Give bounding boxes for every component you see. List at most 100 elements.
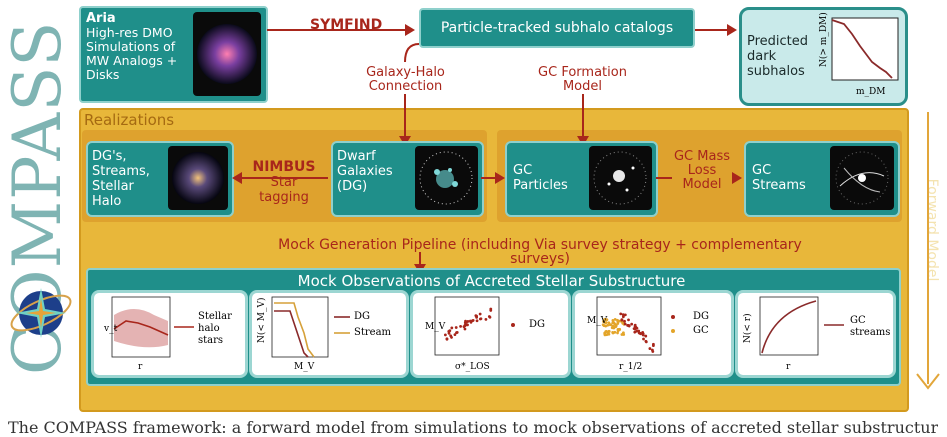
scatter-point xyxy=(639,332,643,336)
scatter-point xyxy=(627,323,631,327)
panel-size-luminosity: M_V r_1/2 DG GC xyxy=(572,290,734,378)
panel0-legend-0: Stellar halo stars xyxy=(198,311,232,346)
scatter-point xyxy=(455,331,458,335)
scatter-point xyxy=(621,331,625,335)
gc-mass-loss-label: GC Mass Loss Model xyxy=(672,149,732,192)
dgs-label: DG's, Streams, Stellar Halo xyxy=(92,149,150,209)
dg-scatter-points xyxy=(443,307,493,341)
arrow-aria-to-catalog xyxy=(267,24,415,36)
scatter-point xyxy=(617,328,620,332)
scatter-point xyxy=(633,327,637,331)
aria-title: Aria xyxy=(86,11,116,26)
aria-sim-image xyxy=(193,12,261,96)
gc-streams-box: GC Streams xyxy=(744,141,900,217)
panel1-legend-0: DG xyxy=(354,311,371,322)
scatter-point xyxy=(644,334,648,338)
arrow-galaxy-halo-to-dwarf xyxy=(399,94,411,146)
scatter-point xyxy=(450,326,454,330)
symfind-label: SYMFIND xyxy=(310,17,383,33)
gc-particles-image xyxy=(589,146,652,210)
scatter-point xyxy=(630,322,634,326)
panel3-legend-0: DG xyxy=(693,311,710,322)
scatter-point xyxy=(633,323,637,327)
predicted-subhalos-box: Predicted dark subhalos N(> m_DM) m_DM xyxy=(739,7,908,106)
panel-halo-stars: v_t r Stellar halo stars xyxy=(91,290,248,378)
dgs-streams-box: DG's, Streams, Stellar Halo xyxy=(86,141,234,217)
catalog-box: Particle-tracked subhalo catalogs xyxy=(419,8,695,48)
predicted-label: Predicted dark subhalos xyxy=(747,34,809,79)
realizations-label: Realizations xyxy=(84,111,175,129)
pipeline-label: Mock Generation Pipeline (including Via … xyxy=(278,237,802,267)
gc-formation-label: GC Formation Model xyxy=(538,65,627,94)
dgs-image xyxy=(168,146,228,210)
scatter-point xyxy=(602,320,605,323)
scatter-point xyxy=(448,329,452,333)
scatter-point xyxy=(468,319,472,323)
gc-streams-label: GC Streams xyxy=(752,163,806,193)
scatter-point xyxy=(613,317,617,321)
scatter-point xyxy=(603,317,607,321)
dwarf-galaxies-box: Dwarf Galaxies (DG) xyxy=(331,141,484,217)
scatter-point xyxy=(606,323,610,327)
scatter-point xyxy=(611,321,615,325)
gc-scatter-points xyxy=(601,317,626,337)
scatter-point xyxy=(449,334,453,338)
scatter-point xyxy=(616,322,620,325)
arrow-gc-formation-to-particles xyxy=(577,94,589,146)
panel0-ylabel: v_t xyxy=(103,324,118,334)
scatter-point xyxy=(651,344,655,348)
scatter-point xyxy=(633,330,637,334)
gc-streams-image xyxy=(830,146,894,210)
dwarf-label: Dwarf Galaxies (DG) xyxy=(337,149,393,194)
scatter-point xyxy=(464,323,467,327)
scatter-point xyxy=(648,347,652,350)
galaxy-halo-label: Galaxy-Halo Connection xyxy=(366,65,445,94)
scatter-point xyxy=(606,330,610,334)
scatter-point xyxy=(453,333,457,337)
radial-distribution-plot: N(< r) r xyxy=(742,296,844,372)
scatter-point xyxy=(620,318,624,322)
scatter-point xyxy=(604,321,608,324)
panel1-legend-1: Stream xyxy=(354,327,392,338)
scatter-point xyxy=(616,331,619,335)
scatter-point xyxy=(627,318,630,322)
panel-luminosity-function: N(< M_V) M_V DG Stream xyxy=(249,290,409,378)
scatter-point xyxy=(613,330,617,334)
arrow-dwarf-to-dgs xyxy=(232,172,328,184)
nimbus-rest: Star tagging xyxy=(259,175,309,205)
panel3-xlabel: r_1/2 xyxy=(619,362,642,372)
scatter-point xyxy=(478,312,482,316)
scatter-point xyxy=(637,329,641,333)
panel-radial-distribution: N(< r) r GC streams xyxy=(735,290,896,378)
forward-model-arrow xyxy=(916,112,940,390)
predicted-ylabel: N(> m_DM) xyxy=(818,12,829,67)
scatter-point xyxy=(641,333,645,337)
halo-stars-plot: v_t r xyxy=(103,296,194,372)
predicted-xlabel: m_DM xyxy=(856,87,885,97)
aria-box: Aria High-res DMO Simulations of MW Anal… xyxy=(79,6,268,103)
panel1-ylabel: N(< M_V) xyxy=(256,297,267,343)
panel2-legend-0: DG xyxy=(529,319,546,330)
arrow-catalog-to-predicted xyxy=(695,24,737,36)
panel4-ylabel: N(< r) xyxy=(742,313,753,343)
scatter-point xyxy=(489,309,493,312)
scatter-point xyxy=(611,324,615,328)
scatter-point xyxy=(471,318,475,322)
luminosity-plot: N(< M_V) M_V xyxy=(256,296,350,372)
nimbus-label: NIMBUS Star tagging xyxy=(252,159,316,206)
nimbus-name: NIMBUS xyxy=(252,159,316,175)
scatter-point xyxy=(623,319,626,323)
compass-star-logo xyxy=(10,288,72,338)
scatter-point xyxy=(622,313,626,317)
panel3-ylabel: M_V xyxy=(587,316,608,326)
scatter-point xyxy=(601,323,605,327)
scatter-point xyxy=(623,322,627,326)
dg-scatter-points-2 xyxy=(619,312,655,353)
scatter-point xyxy=(603,333,607,337)
panel0-xlabel: r xyxy=(138,362,143,372)
velocity-dispersion-plot: M_V σ*_LOS xyxy=(425,296,515,372)
dwarf-image xyxy=(415,146,478,210)
mock-title: Mock Observations of Accreted Stellar Su… xyxy=(297,272,686,290)
scatter-point xyxy=(644,339,648,343)
scatter-point xyxy=(445,337,449,341)
